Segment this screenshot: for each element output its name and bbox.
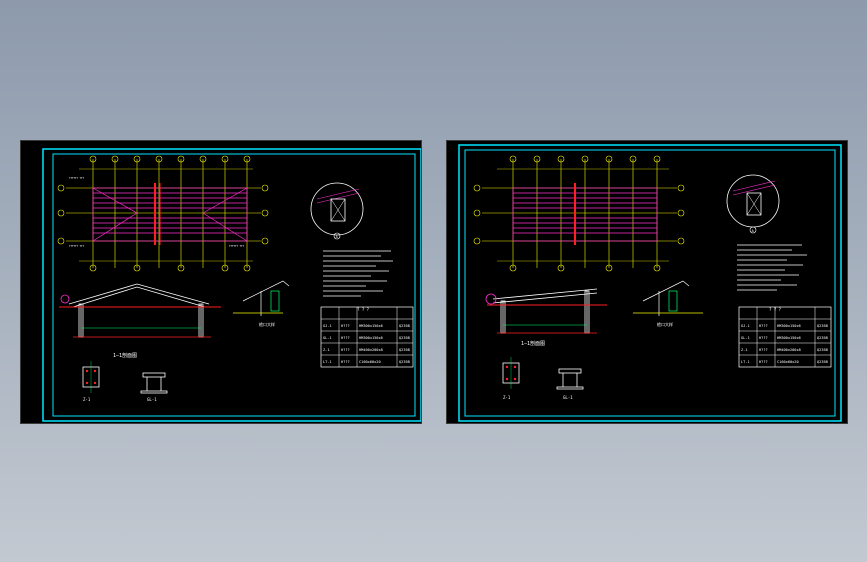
- column-section-label: Z-1: [83, 397, 91, 402]
- schedule-cell: HM300x150x6: [777, 336, 801, 340]
- outer-frame: [458, 144, 842, 422]
- schedule-cell: Q235B: [399, 336, 410, 340]
- plan-notes: TTTTTT TTT TTTTTT TTT TTTTTT TTT: [69, 176, 245, 248]
- schedule-cell: Q235B: [399, 360, 410, 364]
- detail-callout: [485, 293, 497, 305]
- inner-frame: [52, 153, 416, 417]
- schedule-cell: HM300x150x6: [359, 336, 383, 340]
- beam-section: [140, 372, 168, 394]
- cad-drawing-right: 1—1剖面图 檐口大样 A ? ? ?: [458, 144, 842, 422]
- schedule-cell: HM400x200x8: [359, 348, 383, 352]
- section-view: [492, 288, 598, 334]
- column-section: [82, 361, 100, 393]
- column-section-label: Z-1: [503, 395, 511, 400]
- schedule-cell: C160x60x20: [777, 360, 799, 364]
- schedule-cell: H???: [759, 360, 768, 364]
- detail-callout: [60, 294, 70, 304]
- schedule-cell: H???: [759, 336, 768, 340]
- svg-text:TTTTTT TTT: TTTTTT TTT: [69, 176, 85, 180]
- schedule-cell: LT-1: [741, 360, 750, 364]
- schedule-cell: GL-1: [741, 336, 750, 340]
- detail-label: 檐口大样: [657, 321, 673, 327]
- schedule-cell: H???: [341, 360, 350, 364]
- schedule-cell: Q235B: [817, 360, 828, 364]
- section-label: 1—1剖面图: [113, 352, 137, 359]
- detail-label: 檐口大样: [259, 321, 275, 327]
- schedule-cell: Q235B: [399, 324, 410, 328]
- detail-circle-members: [316, 188, 360, 204]
- detail-circle: [310, 182, 364, 236]
- grid-bubbles: [473, 155, 685, 272]
- column-section: [502, 357, 520, 389]
- cad-drawing-left: TTTTTT TTT TTTTTT TTT TTTTTT TTT 1—1剖面图 …: [42, 148, 421, 422]
- member-schedule: ? ? ? GJ-1 H??? HM300x150x6 Q235B GL-1 H…: [320, 306, 414, 368]
- schedule-cell: Z-1: [741, 348, 748, 352]
- schedule-cell: Q235B: [399, 348, 410, 352]
- detail-column: [746, 192, 762, 216]
- schedule-cell: Q235B: [817, 336, 828, 340]
- schedule-cell: GL-1: [323, 336, 332, 340]
- schedule-cell: H???: [759, 324, 768, 328]
- schedule-cell: Q235B: [817, 348, 828, 352]
- beam-section: [556, 368, 584, 390]
- plan-view: [66, 159, 261, 268]
- schedule-cell: HM300x150x6: [359, 324, 383, 328]
- beam-section-label: GL-1: [147, 397, 157, 402]
- drawing-sheet-left[interactable]: TTTTTT TTT TTTTTT TTT TTTTTT TTT 1—1剖面图 …: [20, 140, 422, 424]
- schedule-cell: H???: [341, 336, 350, 340]
- schedule-cell: HM400x200x8: [777, 348, 801, 352]
- schedule-cell: H???: [341, 324, 350, 328]
- eave-detail: [633, 280, 703, 316]
- detail-marker-label: A: [752, 229, 755, 233]
- detail-marker-label: A: [336, 235, 339, 239]
- detail-column: [330, 198, 346, 222]
- schedule-cell: LT-1: [323, 360, 332, 364]
- schedule-cell: H???: [341, 348, 350, 352]
- schedule-cell: Q235B: [817, 324, 828, 328]
- drawing-sheet-right[interactable]: 1—1剖面图 檐口大样 A ? ? ?: [446, 140, 848, 424]
- schedule-cell: C160x60x20: [359, 360, 381, 364]
- section-view: [68, 283, 210, 338]
- schedule-cell: GJ-1: [741, 324, 750, 328]
- schedule-cell: H???: [759, 348, 768, 352]
- schedule-cell: HM300x150x6: [777, 324, 801, 328]
- svg-text:TTTTTT TTT: TTTTTT TTT: [69, 244, 85, 248]
- detail-marker: [749, 226, 757, 234]
- roof-purlins: [92, 187, 248, 242]
- outer-frame: [42, 148, 421, 422]
- inner-frame: [464, 149, 836, 417]
- general-notes: [323, 250, 393, 297]
- general-notes: [737, 244, 807, 291]
- schedule-cell: Z-1: [323, 348, 330, 352]
- svg-text:TTTTTT TTT: TTTTTT TTT: [229, 244, 245, 248]
- detail-circle-members: [732, 180, 776, 196]
- schedule-title: ? ? ?: [769, 307, 782, 312]
- plan-view: [482, 159, 677, 268]
- schedule-title: ? ? ?: [357, 307, 370, 312]
- beam-section-label: GL-1: [563, 395, 573, 400]
- eave-detail: [233, 280, 290, 316]
- detail-circle: [726, 174, 780, 228]
- roof-purlins: [512, 187, 658, 242]
- section-label: 1—1剖面图: [521, 340, 545, 347]
- detail-marker: [333, 232, 341, 240]
- schedule-cell: GJ-1: [323, 324, 332, 328]
- grid-bubbles: [57, 155, 269, 272]
- member-schedule: ? ? ? GJ-1 H??? HM300x150x6 Q235B GL-1 H…: [738, 306, 832, 368]
